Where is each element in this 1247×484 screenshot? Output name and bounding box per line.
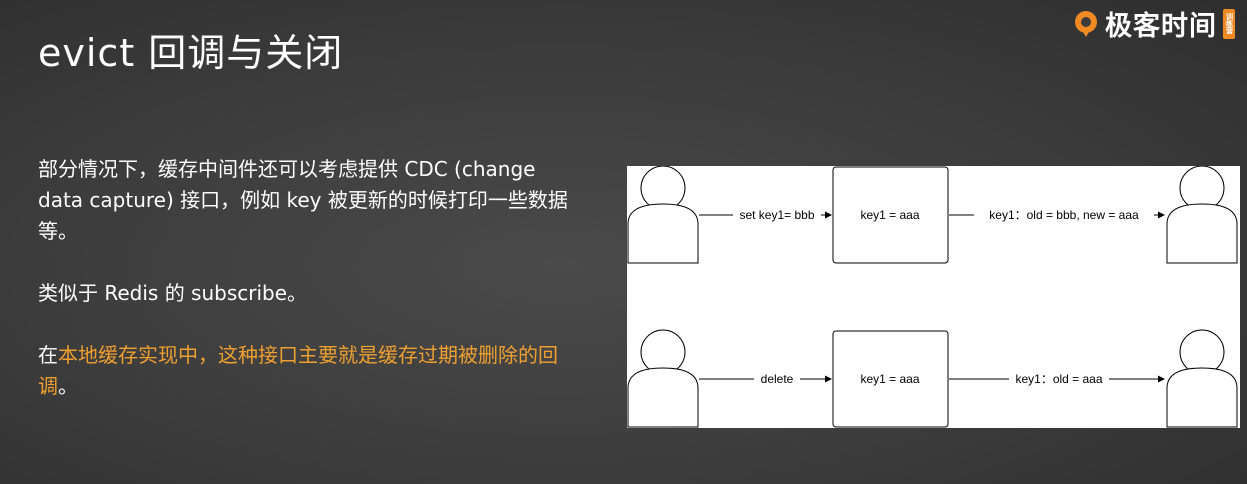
geektime-logo-icon (1075, 10, 1097, 37)
delete-event-label-bg (1009, 371, 1109, 387)
cache-box-set (832, 166, 949, 264)
brand-logo: 极客时间 训练营 (1073, 4, 1235, 43)
delete-label-bg (754, 371, 800, 387)
update-event-label-bg (974, 207, 1154, 223)
set-action-label: set key1= bbb (739, 208, 814, 222)
paragraph-cdc: 部分情况下，缓存中间件还可以考虑提供 CDC (change data capt… (38, 157, 568, 243)
cdc-diagram-svg: set key1= bbb key1 = aaa key1：old = bbb,… (627, 166, 1238, 428)
producer-actor-icon (627, 166, 699, 264)
cache-box-set-label: key1 = aaa (860, 208, 919, 222)
cdc-diagram: set key1= bbb key1 = aaa key1：old = bbb,… (627, 166, 1240, 428)
logo-text: 极客时间 (1105, 11, 1217, 42)
paragraph-redis: 类似于 Redis 的 subscribe。 (38, 281, 308, 305)
update-event-label: key1：old = bbb, new = aaa (989, 208, 1139, 222)
delete-action-label: delete (761, 372, 794, 386)
diagram-row-delete: delete key1 = aaa key1：old = aaa (627, 329, 1238, 428)
paragraph-callback: 在本地缓存实现中，这种接口主要就是缓存过期被删除的回调。 (38, 340, 578, 402)
paragraph-callback-suffix: 。 (58, 374, 78, 398)
subscriber-actor-icon (1166, 329, 1238, 428)
delete-event-label: key1：old = aaa (1015, 372, 1102, 386)
producer-actor-icon (627, 329, 699, 428)
content-text: 部分情况下，缓存中间件还可以考虑提供 CDC (change data capt… (38, 154, 578, 402)
cache-box-delete (832, 330, 949, 428)
cache-box-delete-label: key1 = aaa (860, 372, 919, 386)
diagram-row-set: set key1= bbb key1 = aaa key1：old = bbb,… (627, 166, 1238, 264)
paragraph-callback-prefix: 在 (38, 343, 58, 367)
logo-badge: 训练营 (1223, 8, 1235, 39)
slide-title: evict 回调与关闭 (38, 31, 344, 75)
set-label-bg (733, 207, 821, 223)
paragraph-callback-highlight: 本地缓存实现中，这种接口主要就是缓存过期被删除的回调 (38, 343, 558, 398)
subscriber-actor-icon (1166, 166, 1238, 264)
logo-badge-text: 训练营 (1225, 13, 1234, 34)
